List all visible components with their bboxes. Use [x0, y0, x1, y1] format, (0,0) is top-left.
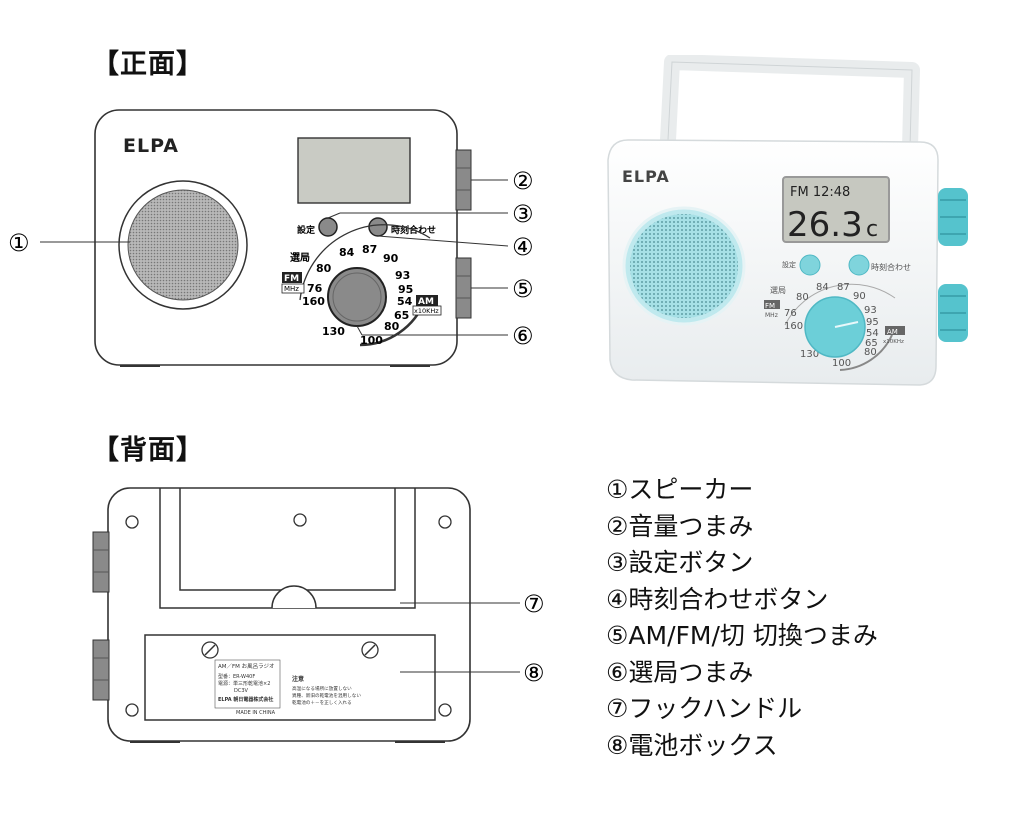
- photo-set-label: 設定: [782, 260, 796, 269]
- back-section-title: 【背面】: [92, 435, 204, 466]
- caution-line: 異種、新旧の乾電池を混用しない: [292, 692, 361, 699]
- photo-time-button: [848, 254, 870, 276]
- callout-7: ⑦: [523, 590, 545, 618]
- legend-item-tuning-knob: ⑥選局つまみ: [606, 657, 754, 687]
- photo-tick: 160: [784, 321, 803, 332]
- fm-tick: 87: [362, 243, 377, 256]
- parts-legend: ①スピーカー ②音量つまみ ③設定ボタン ④時刻合わせボタン ⑤AM/FM/切 …: [606, 472, 878, 764]
- photo-tick: 130: [800, 349, 819, 360]
- speaker-grille: [127, 189, 239, 301]
- volume-knob-side: [455, 149, 472, 211]
- band-knob-side: [455, 257, 472, 319]
- photo-set-button: [799, 254, 821, 276]
- fm-scale-arc: [299, 224, 431, 301]
- photo-lcd-small: FM 12:48: [790, 185, 850, 200]
- fm-tick: 80: [316, 262, 332, 275]
- photo-tick: 100: [832, 358, 851, 369]
- photo-am-label: AM: [887, 328, 898, 336]
- photo-tick: 76: [784, 308, 797, 319]
- fm-tick: 76: [307, 282, 323, 295]
- photo-tick: 80: [796, 292, 809, 303]
- am-tick: 160: [302, 295, 325, 308]
- back-label-line: MADE IN CHINA: [236, 710, 276, 716]
- photo-speaker-grille: [630, 214, 738, 318]
- fm-tick: 90: [383, 252, 399, 265]
- front-brand-logo: ELPA: [123, 135, 179, 157]
- photo-lcd-big: 26.3: [787, 205, 863, 245]
- photo-tick: 65: [865, 338, 878, 349]
- battery-box-drawing: [144, 634, 436, 721]
- photo-am-unit: x10KHz: [883, 339, 904, 345]
- callout-6: ⑥: [512, 322, 534, 350]
- photo-time-label: 時刻合わせ: [871, 262, 911, 272]
- callout-1: ①: [8, 229, 30, 257]
- fm-label: FM: [284, 274, 299, 284]
- legend-item-time-button: ④時刻合わせボタン: [606, 584, 829, 614]
- back-label-line: 型番：ER-W40F: [218, 673, 255, 680]
- set-button-drawing: [318, 217, 338, 237]
- time-button-drawing: [368, 217, 388, 237]
- product-photo: ELPA FM 12:48 26.3 c 設定 時刻合わせ 選局 FM MHz …: [607, 55, 968, 386]
- photo-tick: 93: [864, 305, 877, 316]
- front-line-drawing: ELPA 設定 時刻合わせ 選局 FM MHz 80 84 87 90 93 9…: [8, 109, 534, 367]
- legend-item-hook-handle: ⑦フックハンドル: [606, 694, 803, 723]
- fm-tick: 84: [339, 246, 355, 259]
- photo-fm-unit: MHz: [765, 312, 778, 319]
- photo-tick: 84: [816, 282, 829, 293]
- photo-volume-knob: [938, 188, 968, 246]
- legend-item-volume: ②音量つまみ: [606, 511, 754, 541]
- photo-tuning-label: 選局: [770, 285, 786, 295]
- photo-tick: 90: [853, 291, 866, 302]
- am-tick: 54: [397, 295, 413, 308]
- legend-item-speaker: ①スピーカー: [606, 475, 754, 504]
- back-label-line: ELPA 朝日電器株式会社: [218, 696, 273, 703]
- am-tick: 65: [394, 309, 409, 322]
- photo-tick: 54: [866, 328, 879, 339]
- am-tick: 130: [322, 325, 345, 338]
- photo-band-knob: [938, 284, 968, 342]
- legend-item-set-button: ③設定ボタン: [606, 548, 754, 577]
- back-line-drawing: AM／FM お風呂ラジオ 型番：ER-W40F 電源：単三形乾電池×2 DC3V…: [92, 487, 545, 743]
- lcd-window: [297, 137, 411, 204]
- am-tick: 100: [360, 334, 383, 347]
- callout-5: ⑤: [512, 275, 534, 303]
- photo-lcd: [782, 176, 890, 243]
- callout-8: ⑧: [523, 659, 545, 687]
- back-label-line: AM／FM お風呂ラジオ: [218, 663, 275, 670]
- callout-3: ③: [512, 200, 534, 228]
- photo-tick: 80: [864, 347, 877, 358]
- back-label-line: 電源：単三形乾電池×2: [218, 680, 270, 687]
- am-label: AM: [418, 297, 434, 307]
- fm-unit: MHz: [284, 285, 299, 293]
- legend-item-band-switch: ⑤AM/FM/切 切換つまみ: [606, 621, 878, 650]
- tuning-label: 選局: [290, 251, 310, 264]
- fm-tick: 93: [395, 269, 410, 282]
- caution-line: 乾電池の＋－を正しく入れる: [292, 699, 352, 706]
- legend-item-battery-box: ⑧電池ボックス: [606, 730, 778, 760]
- photo-tick: 87: [837, 282, 850, 293]
- photo-brand-logo: ELPA: [622, 167, 670, 186]
- caution-line: 高温になる場所に放置しない: [292, 685, 352, 692]
- tuning-knob-drawing: [327, 267, 387, 327]
- caution-title: 注意: [292, 675, 304, 683]
- back-label-line: DC3V: [234, 688, 249, 694]
- callout-4: ④: [512, 233, 534, 261]
- am-tick: 80: [384, 320, 400, 333]
- fm-tick: 95: [398, 283, 413, 296]
- set-button-label: 設定: [297, 224, 316, 236]
- photo-lcd-unit: c: [866, 217, 878, 242]
- hook-handle-photo: [660, 55, 920, 149]
- photo-fm-label: FM: [765, 302, 775, 310]
- callout-2: ②: [512, 167, 534, 195]
- photo-tick: 95: [866, 317, 879, 328]
- am-unit: x10KHz: [414, 307, 439, 315]
- front-section-title: 【正面】: [92, 49, 204, 80]
